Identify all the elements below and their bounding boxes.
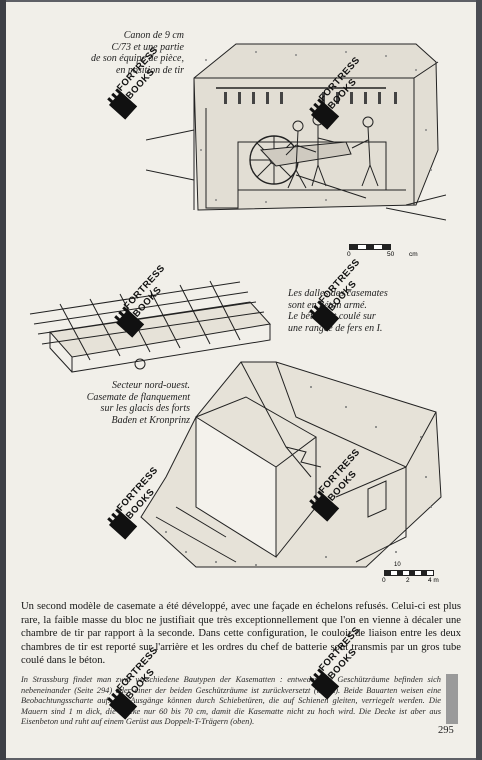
watermark-logo: FORTRESS BOOKS (104, 465, 174, 540)
scale-bottom-four: 4 m (428, 577, 439, 584)
german-summary: In Strassburg findet man zwei verschiede… (21, 675, 441, 727)
flanking-casemate-illustration (140, 361, 442, 568)
sidebar-marker (446, 674, 458, 724)
scale-top-fifty: 50 (387, 251, 395, 258)
caption-line: Les dalles des casemates (288, 288, 388, 299)
book-page: 0 50 cm (6, 2, 476, 758)
scale-top-zero: 0 (347, 251, 351, 258)
caption-line: une rangée de fers en I. (288, 322, 383, 334)
caption-line: Canon de 9 cm (123, 30, 184, 41)
castle-icon (107, 508, 138, 540)
scale-bottom-mid: 10 (394, 562, 401, 568)
castle-icon (309, 98, 340, 130)
left-binding-edge (0, 0, 6, 760)
caption-sector: Secteur nord-ouest. Casemate de flanquem… (30, 380, 190, 426)
caption-line: Secteur nord-ouest. (112, 380, 190, 391)
watermark-logo: FORTRESS BOOKS (104, 45, 174, 120)
caption-line: de son équipe de pièce, (90, 53, 184, 64)
watermark-logo: FORTRESS BOOKS (111, 263, 181, 338)
caption-line: sont en béton armé. (288, 299, 367, 311)
castle-icon (309, 300, 340, 332)
right-binding-edge (476, 0, 482, 760)
caption-line: Casemate de flanquement (86, 391, 190, 403)
scale-bar-bottom: 0 10 2 4 m (382, 562, 464, 590)
rebar-grid-illustration (29, 280, 271, 373)
scale-bar-top: 0 50 cm (347, 242, 439, 264)
watermark-logo: FORTRESS BOOKS (104, 645, 174, 720)
caption-line: C/73 et une partie (111, 41, 185, 53)
casemate-cannon-illustration (146, 43, 446, 221)
scale-top-unit: cm (409, 251, 418, 258)
caption-line: sur les glacis des forts (100, 403, 190, 414)
caption-line: Baden et Kronprinz (111, 414, 190, 426)
caption-line: en position de tir (115, 64, 184, 76)
castle-icon (107, 88, 138, 120)
body-paragraph: Un second modèle de casemate a été dével… (21, 601, 461, 667)
watermark-logo: FORTRESS BOOKS (306, 55, 376, 130)
castle-icon (309, 490, 340, 522)
page-number: 295 (438, 725, 454, 736)
caption-cannon: Canon de 9 cm C/73 et une partie de son … (46, 30, 184, 76)
castle-icon (114, 306, 145, 338)
scale-bottom-two: 2 (406, 577, 410, 584)
watermark-logo: FORTRESS BOOKS (306, 447, 376, 522)
watermark-logo: FORTRESS BOOKS (306, 257, 376, 332)
castle-icon (107, 688, 138, 720)
scale-bottom-zero: 0 (382, 577, 386, 584)
watermark-logo: FORTRESS BOOKS (306, 625, 376, 700)
castle-icon (309, 668, 340, 700)
